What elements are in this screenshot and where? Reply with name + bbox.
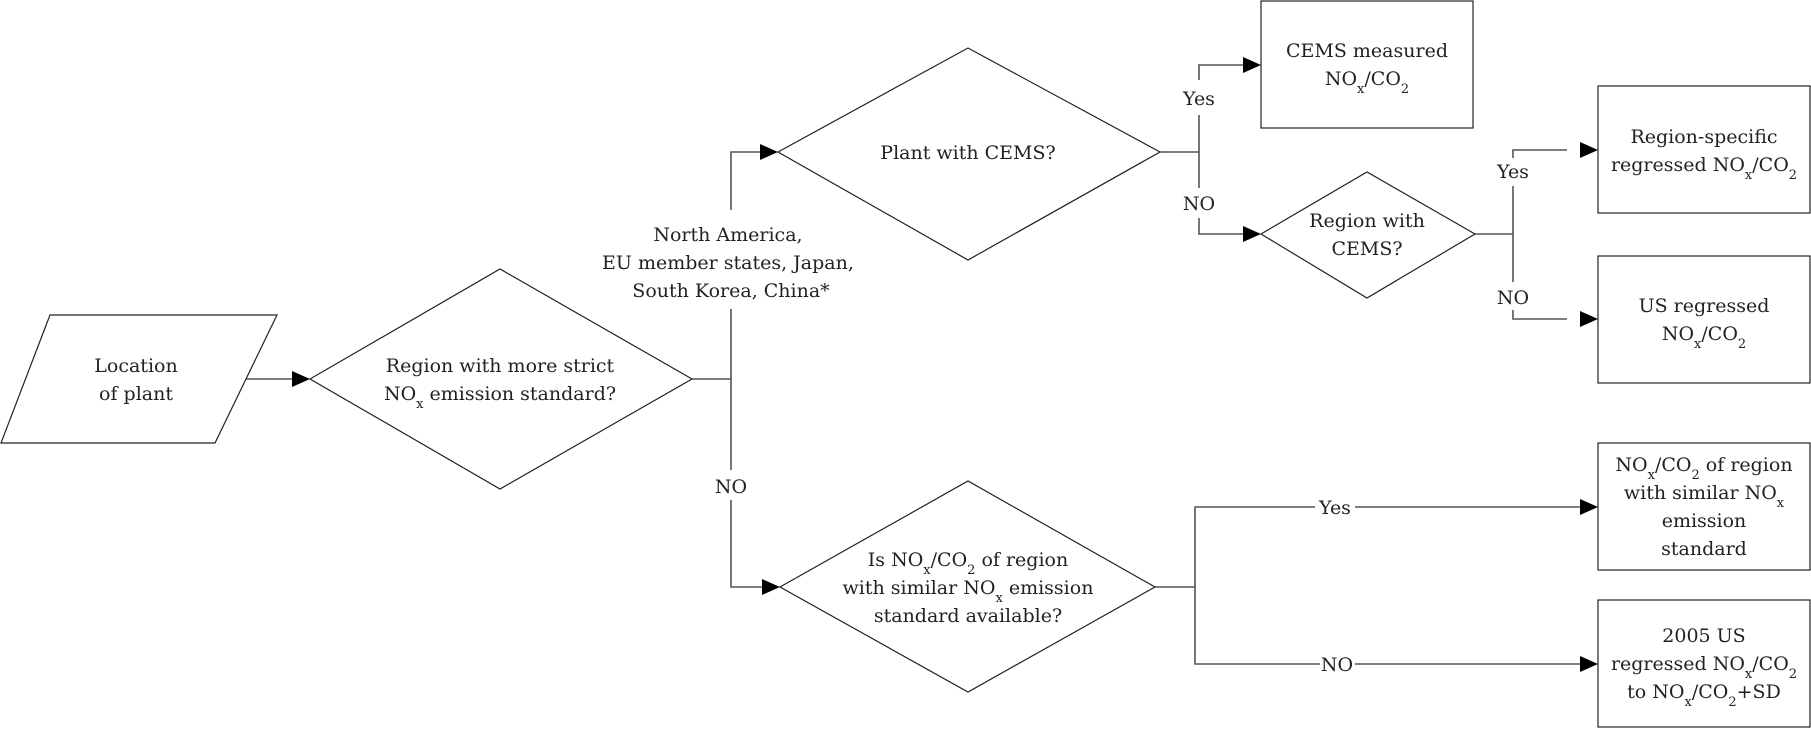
edge-label-similar-yes: Yes	[1318, 497, 1351, 519]
node-text-line: with similar NOx	[1624, 482, 1785, 511]
edge-similar-yes	[1194, 506, 1582, 587]
node-us-2005[interactable]	[1597, 599, 1811, 728]
node-text-line: regressed NOx/CO2	[1611, 154, 1797, 183]
node-text: Location of plant	[94, 355, 177, 405]
arrowhead-icon	[1580, 499, 1598, 515]
node-text-line: Plant with CEMS?	[880, 142, 1055, 164]
edge-label-plant-cems-yes: Yes	[1182, 88, 1215, 110]
node-strict-standard[interactable]	[308, 268, 694, 490]
node-plant-cems[interactable]	[776, 47, 1162, 261]
node-text-line: standard available?	[874, 605, 1062, 627]
node-text-line: regressed NOx/CO2	[1611, 653, 1797, 682]
edge-plantcems-yes	[1198, 64, 1247, 152]
arrowhead-icon	[292, 371, 310, 387]
node-text-line: 2005 US	[1662, 625, 1745, 647]
arrowhead-icon	[1580, 311, 1598, 327]
edge-similar-no	[1194, 587, 1582, 665]
node-text-line: with similar NOx emission	[843, 577, 1094, 606]
node-text-line: Region with more strict	[386, 355, 615, 377]
node-location[interactable]	[0, 314, 278, 444]
node-cems-measured[interactable]	[1260, 0, 1474, 129]
arrowhead-icon	[1580, 656, 1598, 672]
node-labels: Location of plant Region with more strict…	[94, 40, 1797, 710]
node-text-line: CEMS measured	[1286, 40, 1448, 62]
node-region-cems[interactable]	[1259, 171, 1477, 299]
edge-label-similar-no: NO	[1321, 654, 1353, 676]
arrowhead-icon	[1580, 142, 1598, 158]
node-text-line: US regressed	[1639, 295, 1770, 317]
node-text: Region-specific regressed NOx/CO2	[1611, 126, 1797, 183]
node-text-line: to NOx/CO2+SD	[1627, 681, 1781, 710]
node-text-line: CEMS?	[1331, 238, 1402, 260]
node-region-specific[interactable]	[1597, 85, 1811, 214]
edge-label-strict-yes: North America, EU member states, Japan, …	[602, 224, 860, 302]
node-text-line: NOx emission standard?	[384, 383, 616, 412]
node-text-line: emission	[1662, 510, 1747, 532]
connectors	[246, 64, 1582, 665]
arrowhead-icon	[1243, 226, 1261, 242]
edge-labels: North America, EU member states, Japan, …	[602, 88, 1529, 676]
node-text-line: Is NOx/CO2 of region	[868, 549, 1068, 578]
arrowhead-icon	[760, 144, 778, 160]
node-similar-region[interactable]	[1597, 442, 1811, 571]
edge-label-strict-no: NO	[715, 476, 747, 498]
arrowheads	[292, 57, 1598, 672]
edge-strict-yes	[730, 151, 760, 379]
node-text-line: NOx/CO2	[1325, 68, 1409, 97]
node-text-line: Region-specific	[1630, 126, 1777, 148]
arrowhead-icon	[762, 579, 780, 595]
node-text-line: NOx/CO2 of region	[1615, 454, 1792, 483]
edge-regioncems-no	[1512, 234, 1567, 320]
node-similar-available[interactable]	[778, 480, 1157, 693]
node-text-line: Location	[94, 355, 177, 377]
edge-label-region-cems-no: NO	[1497, 287, 1529, 309]
edge-label-region-cems-yes: Yes	[1496, 161, 1529, 183]
edge-regioncems-yes	[1512, 149, 1567, 234]
node-text-line: NOx/CO2	[1662, 323, 1746, 352]
node-text-line: Region with	[1309, 210, 1425, 232]
edge-strict-no	[730, 379, 764, 588]
edge-label-plant-cems-no: NO	[1183, 193, 1215, 215]
arrowhead-icon	[1243, 57, 1261, 73]
edge-plantcems-no	[1198, 152, 1247, 235]
node-text: Plant with CEMS?	[880, 142, 1055, 164]
node-text-line: standard	[1661, 538, 1747, 560]
node-us-regressed[interactable]	[1597, 255, 1811, 384]
node-text-line: of plant	[99, 383, 173, 405]
